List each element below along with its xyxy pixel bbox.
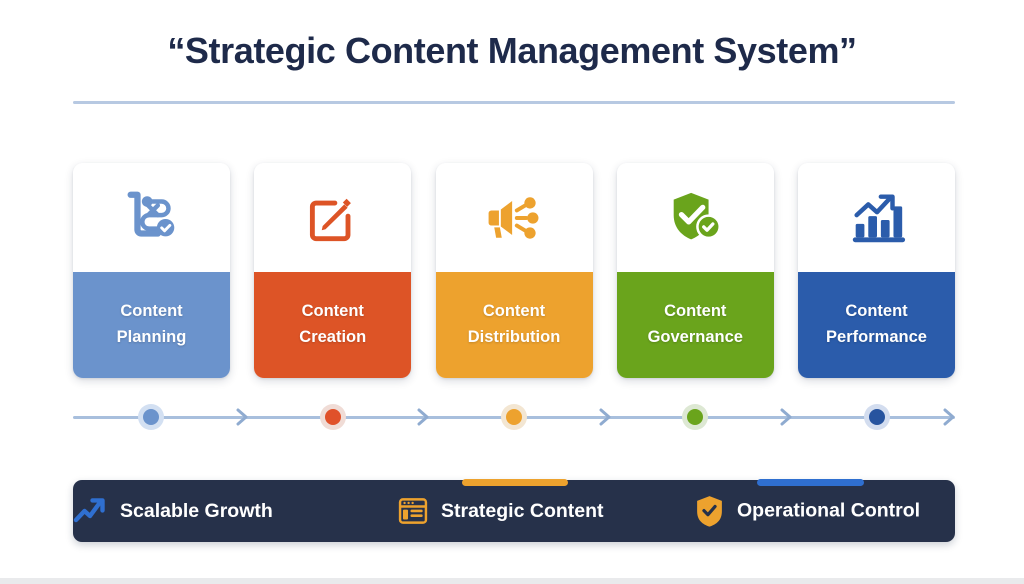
bottom-edge-strip [0,578,1024,584]
card-label-content-distribution: Content Distribution [435,272,593,378]
page-title: “Strategic Content Management System” [167,30,857,71]
card-label-line2: Creation [299,328,367,346]
pencil-edit-icon [254,163,412,272]
card-content-distribution[interactable]: Content Distribution [435,163,593,378]
summary-item-operational-control[interactable]: Operational Control [695,495,920,528]
summary-item-scalable-growth[interactable]: Scalable Growth [73,496,273,526]
card-label-line1: Content [664,302,727,321]
card-label-line1: Content [845,302,908,321]
shield-check-icon [616,163,774,272]
title-divider [73,101,955,104]
card-content-governance[interactable]: Content Governance [616,163,774,378]
strategy-plan-icon [73,163,230,272]
summary-tab-orange [462,479,568,486]
chevron-right-icon [599,408,611,426]
process-timeline [73,400,955,434]
chevron-right-icon [943,408,955,426]
summary-label-scalable-growth: Scalable Growth [120,499,273,522]
chevron-right-icon [236,408,248,426]
card-label-line2: Governance [647,328,743,346]
card-label-content-performance: Content Performance [798,272,955,378]
card-content-creation[interactable]: Content Creation [254,163,412,378]
card-label-line1: Content [301,302,364,321]
card-label-line1: Content [120,302,183,321]
card-label-content-planning: Content Planning [73,272,230,378]
timeline-dot-content-creation[interactable] [320,404,346,430]
card-content-planning[interactable]: Content Planning [73,163,230,378]
card-label-line2: Performance [826,328,927,346]
summary-label-operational-control: Operational Control [737,499,921,522]
summary-label-strategic-content: Strategic Content [441,499,604,522]
card-label-content-governance: Content Governance [616,272,774,378]
summary-bar: Strategic Content Operational Control Sc… [73,479,955,542]
shield-check-icon [695,495,724,528]
chevron-right-icon [417,408,429,426]
bar-chart-growth-icon [798,163,955,272]
timeline-dot-content-governance[interactable] [682,404,708,430]
timeline-dot-content-performance[interactable] [864,404,890,430]
timeline-dot-content-planning[interactable] [138,404,164,430]
timeline-dot-content-distribution[interactable] [501,404,527,430]
card-label-line2: Distribution [467,328,561,346]
megaphone-share-icon [435,163,593,272]
trending-up-arrow-icon [73,496,107,526]
layout-window-icon [398,496,428,526]
card-label-line1: Content [482,302,546,321]
summary-tab-blue [757,479,864,486]
card-label-content-creation: Content Creation [254,272,412,378]
chevron-right-icon [780,408,792,426]
card-label-line2: Planning [116,328,187,346]
card-row: Content Planning Content Creation [73,163,955,378]
card-content-performance[interactable]: Content Performance [798,163,955,378]
summary-item-strategic-content[interactable]: Strategic Content [398,496,604,526]
